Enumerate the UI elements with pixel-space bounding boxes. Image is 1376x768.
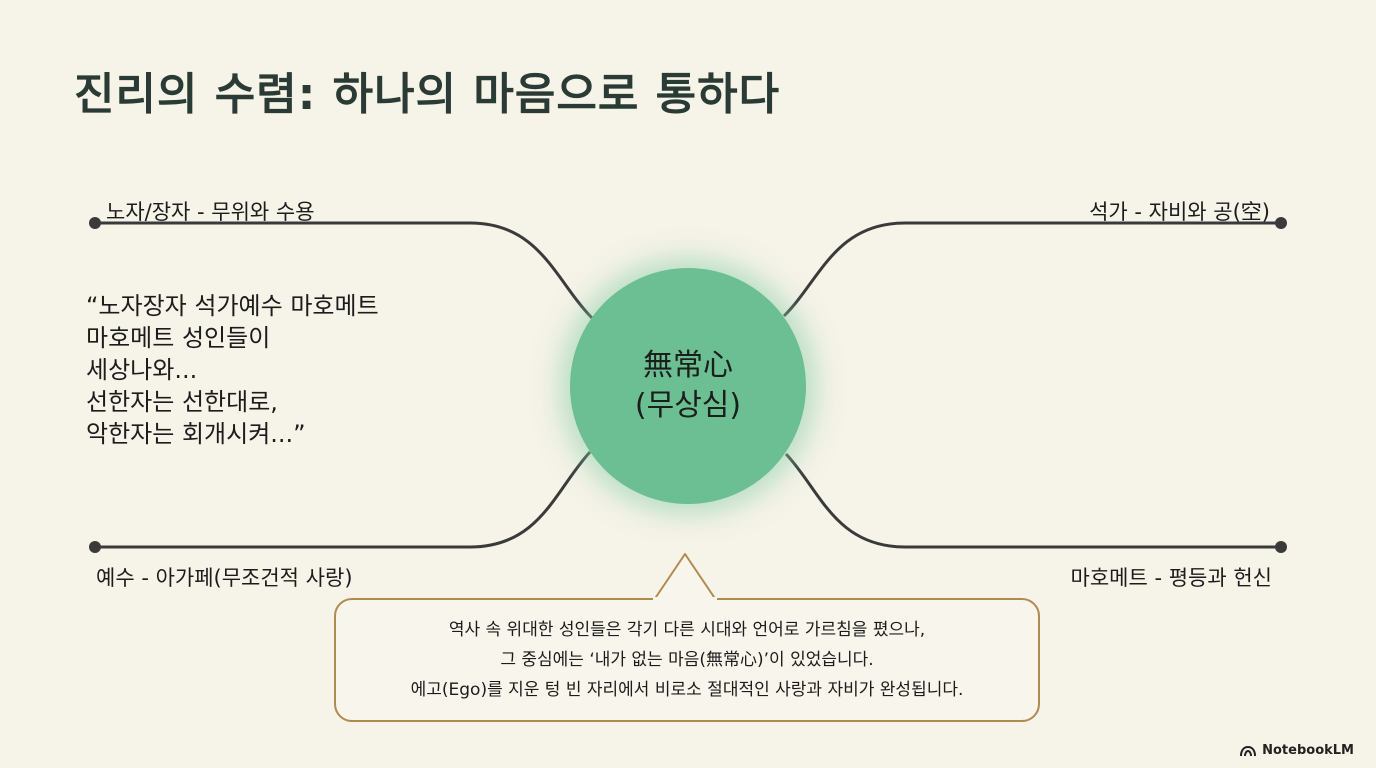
endpoint-top-right: [1275, 217, 1287, 229]
summary-callout: 역사 속 위대한 성인들은 각기 다른 시대와 언어로 가르침을 폈으나, 그 …: [334, 598, 1040, 722]
center-node: 無常心 (무상심): [570, 268, 806, 504]
callout-line-2: 그 중심에는 ‘내가 없는 마음(無常心)’이 있었습니다.: [500, 650, 874, 670]
callout-line-3: 에고(Ego)를 지운 텅 빈 자리에서 비로소 절대적인 사랑과 자비가 완성…: [410, 680, 964, 700]
endpoint-bottom-right: [1275, 541, 1287, 553]
page-title: 진리의 수렴: 하나의 마음으로 통하다: [74, 69, 781, 120]
callout-line-1: 역사 속 위대한 성인들은 각기 다른 시대와 언어로 가르침을 폈으나,: [448, 620, 926, 640]
callout-pointer: [653, 553, 717, 601]
connector-bottom-left: [95, 450, 592, 549]
branch-label-muhammad: 마호메트 - 평등과 헌신: [1070, 566, 1272, 590]
branch-label-jesus: 예수 - 아가페(무조건적 사랑): [96, 566, 353, 590]
brand-name: NotebookLM: [1262, 743, 1354, 758]
callout-pointer-join: [653, 597, 717, 603]
branch-label-buddha: 석가 - 자비와 공(空): [1089, 200, 1270, 224]
endpoint-bottom-left: [89, 541, 101, 553]
connector-top-right: [782, 221, 1281, 318]
branch-label-laozi-zhuangzi: 노자/장자 - 무위와 수용: [106, 200, 315, 224]
center-title: 無常心: [643, 348, 733, 383]
endpoint-top-left: [89, 217, 101, 229]
notebooklm-logo-icon: [1240, 745, 1257, 756]
center-subtitle: (무상심): [634, 388, 742, 423]
scripture-quote: “노자장자 석가예수 마호메트 마호메트 성인들이 세상나와... 선한자는 선…: [86, 292, 379, 448]
connector-bottom-right: [784, 452, 1281, 549]
notebooklm-brand: NotebookLM: [1240, 743, 1354, 758]
